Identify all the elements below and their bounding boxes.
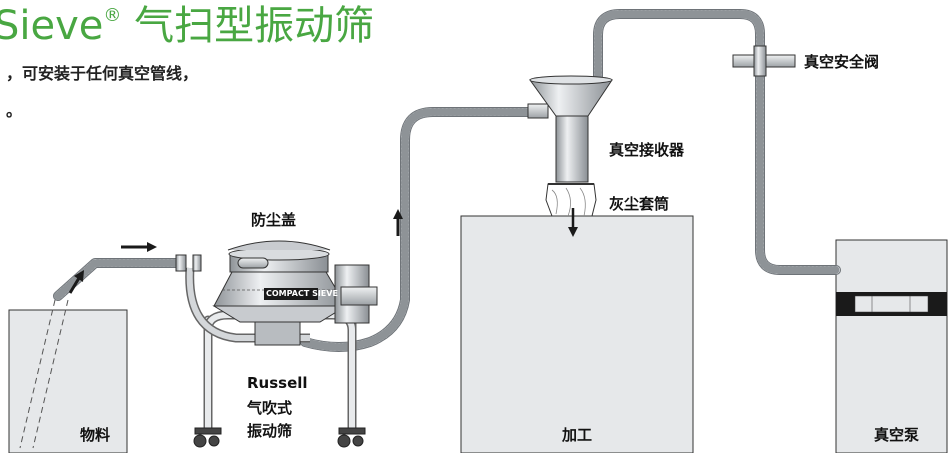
vacuum-receiver [527, 75, 613, 217]
safety-valve [732, 45, 796, 77]
label-dust-sleeve: 灰尘套筒 [609, 195, 670, 213]
flow-arrows [68, 208, 578, 294]
title-brand: Sieve [0, 3, 104, 49]
title-rest: 气扫型振动筛 [121, 3, 375, 49]
vacuum-hoses [53, 9, 841, 352]
label-brand-name: Russell [247, 374, 308, 392]
sieve-machine [175, 240, 378, 448]
material-bin [8, 299, 128, 454]
arrow-up-right-icon [68, 270, 84, 294]
arrow-right-icon [121, 242, 157, 252]
label-process: 加工 [562, 426, 593, 444]
label-dust-cover: 防尘盖 [251, 211, 297, 229]
arrow-up-icon [393, 209, 403, 236]
product-logo: COMPACT SIEVE [266, 289, 338, 298]
label-safety-valve: 真空安全阀 [804, 53, 880, 71]
label-pump: 真空泵 [874, 426, 920, 444]
page-title: Sieve® 气扫型振动筛 [0, 0, 374, 56]
label-material: 物料 [80, 426, 111, 444]
intro-line-1: ，可安装于任何真空管线， [6, 64, 199, 83]
intro-line-2: 。 [6, 101, 23, 120]
vacuum-pump [835, 239, 948, 454]
label-sieve-type: 气吹式 [247, 399, 293, 417]
arrow-down-icon [568, 208, 578, 237]
process-vessel [460, 215, 694, 454]
label-receiver: 真空接收器 [609, 141, 685, 159]
label-sieve-name: 振动筛 [247, 422, 293, 440]
registered-mark: ® [103, 5, 122, 26]
